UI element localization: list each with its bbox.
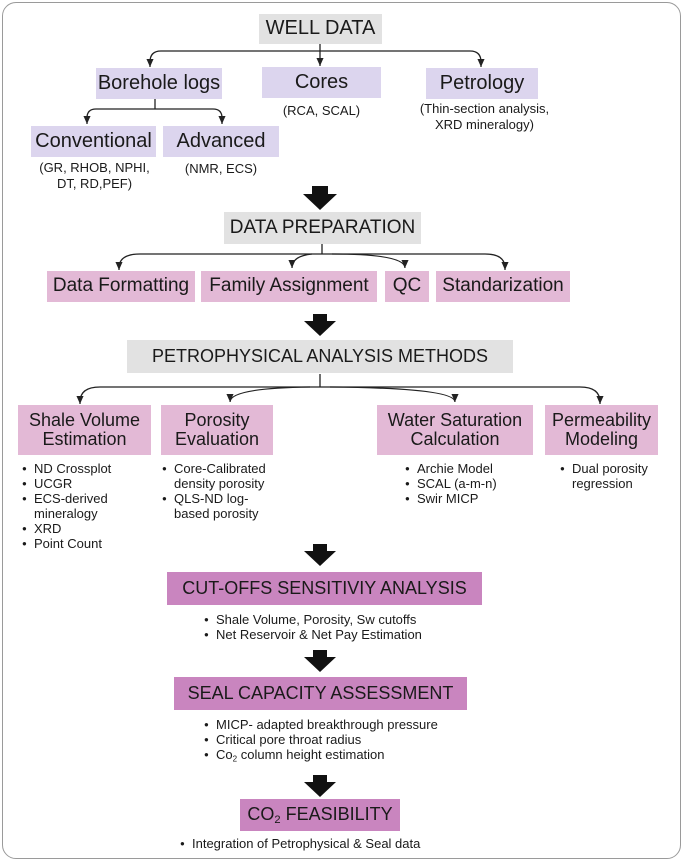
list-item: QLS-ND log-based porosity bbox=[162, 491, 274, 521]
co2-list: Integration of Petrophysical & Seal data bbox=[180, 836, 480, 851]
down-arrow-4 bbox=[304, 650, 336, 672]
step-standarization: Standarization bbox=[436, 271, 570, 302]
well-data-box: WELL DATA bbox=[259, 14, 382, 44]
cutoffs-box: CUT-OFFS SENSITIVIY ANALYSIS bbox=[167, 572, 482, 605]
co2-feasibility-title: CO2 FEASIBILITY bbox=[247, 804, 393, 827]
arrow-to-porosity bbox=[226, 386, 311, 403]
conventional-detail: (GR, RHOB, NPHI, DT, RD,PEF) bbox=[39, 160, 150, 191]
list-item: ND Crossplot bbox=[22, 461, 157, 476]
petrology-detail: (Thin-section analysis, XRD mineralogy) bbox=[419, 101, 550, 132]
advanced-box: Advanced bbox=[163, 126, 279, 157]
arrow-to-qc bbox=[331, 253, 409, 269]
connector-welldata-bracket bbox=[149, 50, 482, 63]
list-item: Net Reservoir & Net Pay Estimation bbox=[204, 627, 464, 642]
list-item: UCGR bbox=[22, 476, 157, 491]
down-arrow-1 bbox=[303, 186, 337, 210]
petrology-box: Petrology bbox=[426, 68, 538, 99]
list-item: Dual porosity regression bbox=[560, 461, 655, 491]
step-family-assignment: Family Assignment bbox=[201, 271, 377, 302]
method-permeability: Permeability Modeling bbox=[545, 405, 658, 455]
shale-volume-list: ND Crossplot UCGR ECS-derived mineralogy… bbox=[22, 461, 157, 551]
list-item: Core-Calibrated density porosity bbox=[162, 461, 292, 491]
down-arrow-2 bbox=[304, 314, 336, 336]
step-data-formatting: Data Formatting bbox=[47, 271, 195, 302]
list-item: Swir MICP bbox=[405, 491, 535, 506]
borehole-logs-box: Borehole logs bbox=[96, 68, 222, 99]
conventional-box: Conventional bbox=[31, 126, 156, 157]
list-item: Shale Volume, Porosity, Sw cutoffs bbox=[204, 612, 464, 627]
seal-list: MICP- adapted breakthrough pressure Crit… bbox=[204, 717, 464, 763]
list-item: Co2 column height estimation bbox=[204, 747, 464, 763]
advanced-detail: (NMR, ECS) bbox=[184, 161, 258, 176]
cutoffs-list: Shale Volume, Porosity, Sw cutoffs Net R… bbox=[204, 612, 464, 642]
arrow-to-family-assignment bbox=[288, 253, 313, 269]
list-item: Archie Model bbox=[405, 461, 535, 476]
data-preparation-title: DATA PREPARATION bbox=[229, 216, 416, 238]
well-data-title: WELL DATA bbox=[265, 17, 376, 40]
list-item: XRD bbox=[22, 521, 157, 536]
connector-methods-fan bbox=[79, 386, 601, 403]
method-porosity: Porosity Evaluation bbox=[161, 405, 273, 455]
seal-box: SEAL CAPACITY ASSESSMENT bbox=[174, 677, 467, 710]
seal-title: SEAL CAPACITY ASSESSMENT bbox=[187, 682, 454, 703]
borehole-logs-label: Borehole logs bbox=[97, 71, 221, 94]
co2-feasibility-box: CO2 FEASIBILITY bbox=[240, 799, 400, 831]
method-shale-volume: Shale Volume Estimation bbox=[18, 405, 151, 455]
list-item: Point Count bbox=[22, 536, 157, 551]
list-item: Integration of Petrophysical & Seal data bbox=[180, 836, 480, 851]
water-saturation-list: Archie Model SCAL (a-m-n) Swir MICP bbox=[405, 461, 535, 506]
list-item: ECS-derived mineralogy bbox=[22, 491, 134, 521]
porosity-list: Core-Calibrated density porosity QLS-ND … bbox=[162, 461, 292, 521]
conventional-label: Conventional bbox=[35, 129, 152, 152]
cores-detail: (RCA, SCAL) bbox=[282, 103, 361, 118]
data-preparation-box: DATA PREPARATION bbox=[224, 212, 421, 244]
list-item: SCAL (a-m-n) bbox=[405, 476, 535, 491]
petrology-label: Petrology bbox=[439, 71, 525, 94]
arrow-to-water-saturation bbox=[329, 386, 459, 403]
down-arrow-5 bbox=[304, 775, 336, 797]
cores-box: Cores bbox=[262, 67, 381, 98]
down-arrow-3 bbox=[304, 544, 336, 566]
method-water-saturation: Water Saturation Calculation bbox=[377, 405, 533, 455]
cores-label: Cores bbox=[294, 70, 349, 93]
petrophysical-title: PETROPHYSICAL ANALYSIS METHODS bbox=[151, 345, 489, 366]
connector-prep-fan bbox=[118, 253, 506, 269]
step-qc: QC bbox=[385, 271, 429, 302]
list-item: MICP- adapted breakthrough pressure bbox=[204, 717, 464, 732]
permeability-list: Dual porosity regression bbox=[560, 461, 655, 491]
cutoffs-title: CUT-OFFS SENSITIVIY ANALYSIS bbox=[182, 577, 467, 598]
petrophysical-box: PETROPHYSICAL ANALYSIS METHODS bbox=[127, 340, 513, 373]
connector-borehole-bracket bbox=[86, 108, 223, 119]
list-item: Critical pore throat radius bbox=[204, 732, 464, 747]
advanced-label: Advanced bbox=[176, 129, 266, 152]
